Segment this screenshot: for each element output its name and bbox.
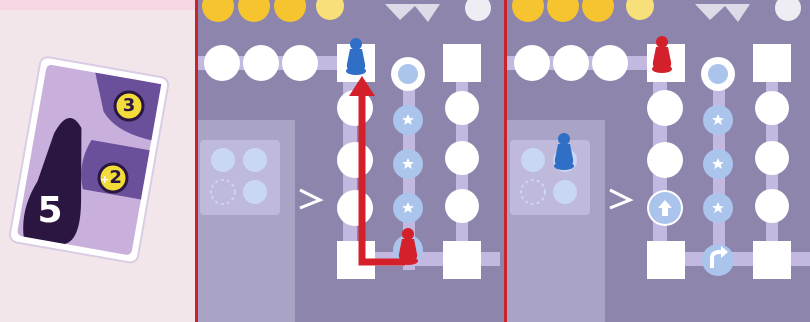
panel-divider <box>195 0 198 322</box>
turn-arrow-icon <box>702 244 734 276</box>
blue-track <box>703 105 733 223</box>
up-arrow-icon <box>649 192 681 224</box>
gear-icon <box>391 57 425 91</box>
room <box>507 120 605 322</box>
panel-after <box>507 0 810 322</box>
room <box>197 120 295 322</box>
panel-divider <box>504 0 507 322</box>
gear-icon <box>701 57 735 91</box>
panel-before <box>197 0 505 322</box>
card-badge-top <box>115 92 143 120</box>
card-badge-side <box>99 164 127 192</box>
